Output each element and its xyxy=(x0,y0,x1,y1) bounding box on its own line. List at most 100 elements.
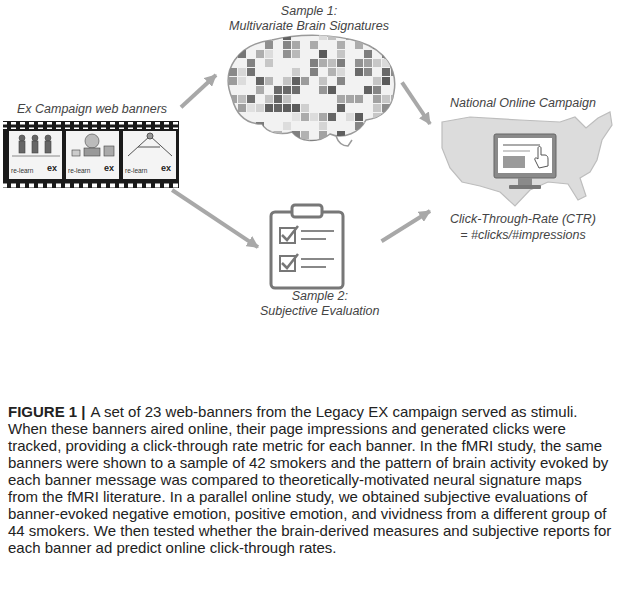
flow-arrow xyxy=(402,82,430,124)
brain-voxel xyxy=(364,131,372,139)
brain-voxel xyxy=(391,50,399,58)
brain-voxel xyxy=(373,59,381,67)
figure-caption: FIGURE 1 |A set of 23 web-banners from t… xyxy=(8,403,612,556)
brain-voxel xyxy=(238,131,246,139)
section-title: Subjective Evaluation xyxy=(260,304,380,318)
brain-voxel xyxy=(283,104,291,112)
brain-voxel xyxy=(247,131,255,139)
caption-text: A set of 23 web-banners from the Legacy … xyxy=(8,403,611,556)
brain-voxel xyxy=(328,68,336,76)
brain-voxel xyxy=(256,86,264,94)
brain-voxel xyxy=(382,59,390,67)
brain-voxel xyxy=(391,122,399,130)
brain-voxel xyxy=(337,50,345,58)
brain-voxel xyxy=(229,50,237,58)
brain-voxel xyxy=(346,113,354,121)
metric-formula: = #clicks/#impressions xyxy=(460,228,585,242)
brain-voxel xyxy=(355,95,363,103)
brain-voxel xyxy=(238,95,246,103)
brain-voxel xyxy=(256,104,264,112)
brain-voxel xyxy=(310,41,318,49)
brain-voxel xyxy=(265,32,273,40)
brain-voxel xyxy=(220,68,228,76)
brain-voxel xyxy=(238,77,246,85)
brain-voxel xyxy=(274,104,282,112)
computer-monitor xyxy=(494,134,556,189)
brain-voxel xyxy=(238,50,246,58)
brain-voxel xyxy=(382,50,390,58)
brain-voxel xyxy=(283,140,291,148)
brain-voxel xyxy=(283,95,291,103)
brain-voxel xyxy=(319,32,327,40)
brain-voxel xyxy=(247,95,255,103)
brain-voxel xyxy=(292,41,300,49)
banner-text: re-learn xyxy=(125,168,147,175)
brain-voxel xyxy=(319,131,327,139)
brain-voxel xyxy=(265,95,273,103)
brain-voxel xyxy=(229,68,237,76)
brain-voxel xyxy=(301,77,309,85)
brain-voxel xyxy=(328,113,336,121)
brain-voxel xyxy=(337,68,345,76)
brain-voxel xyxy=(229,32,237,40)
brain-voxel xyxy=(355,41,363,49)
brain-voxel xyxy=(346,95,354,103)
brain-voxel xyxy=(310,113,318,121)
brain-voxel xyxy=(283,77,291,85)
brain-voxel xyxy=(337,41,345,49)
brain-voxel xyxy=(319,77,327,85)
brain-voxel xyxy=(229,113,237,121)
brain-voxel xyxy=(301,140,309,148)
brain-voxel xyxy=(292,113,300,121)
brain-voxel xyxy=(364,32,372,40)
banner-logo: ex xyxy=(104,164,114,173)
brain-voxel xyxy=(220,140,228,148)
brain-voxel xyxy=(265,104,273,112)
brain-voxel xyxy=(364,122,372,130)
film-strip xyxy=(3,121,179,188)
figure-panel: Ex Campaign web banners xyxy=(3,102,181,190)
banner-text: re-learn xyxy=(11,168,33,175)
brain-voxel xyxy=(364,68,372,76)
brain-voxel xyxy=(238,68,246,76)
brain-voxel xyxy=(292,68,300,76)
brain-outline xyxy=(220,32,399,148)
brain-voxel xyxy=(229,95,237,103)
brain-voxel xyxy=(355,140,363,148)
brain-voxel xyxy=(292,131,300,139)
brain-voxel xyxy=(319,86,327,94)
brain-voxel xyxy=(328,59,336,67)
brain-voxel xyxy=(220,113,228,121)
brain-voxel xyxy=(301,131,309,139)
brain-voxel xyxy=(373,77,381,85)
metric-name: Click-Through-Rate (CTR) xyxy=(450,212,596,226)
brain-voxel xyxy=(301,113,309,121)
section-title: Ex Campaign web banners xyxy=(17,102,167,116)
brain-voxel xyxy=(337,77,345,85)
brain-voxel xyxy=(292,104,300,112)
section-title: Sample 1: xyxy=(281,4,337,18)
brain-voxel xyxy=(274,95,282,103)
figure-panel: National Online CampaignClick-Through-Ra… xyxy=(430,94,616,244)
flow-arrow xyxy=(181,75,216,107)
clipboard-icon xyxy=(271,205,343,288)
brain-voxel xyxy=(283,122,291,130)
brain-voxel xyxy=(382,68,390,76)
brain-voxel xyxy=(337,95,345,103)
brain-voxel xyxy=(319,59,327,67)
brain-voxel xyxy=(283,41,291,49)
brain-voxel xyxy=(373,86,381,94)
figure-panel: Sample 2:Subjective Evaluation xyxy=(258,200,382,318)
brain-voxel xyxy=(292,86,300,94)
flow-arrow xyxy=(172,190,258,247)
brain-voxel xyxy=(229,131,237,139)
brain-voxel xyxy=(274,86,282,94)
brain-voxel xyxy=(373,104,381,112)
brain-voxel xyxy=(382,131,390,139)
brain-voxel xyxy=(346,32,354,40)
brain-voxel xyxy=(328,32,336,40)
brain-voxel xyxy=(220,41,228,49)
brain-voxel xyxy=(220,131,228,139)
us-map xyxy=(442,112,612,206)
brain-voxel xyxy=(382,113,390,121)
